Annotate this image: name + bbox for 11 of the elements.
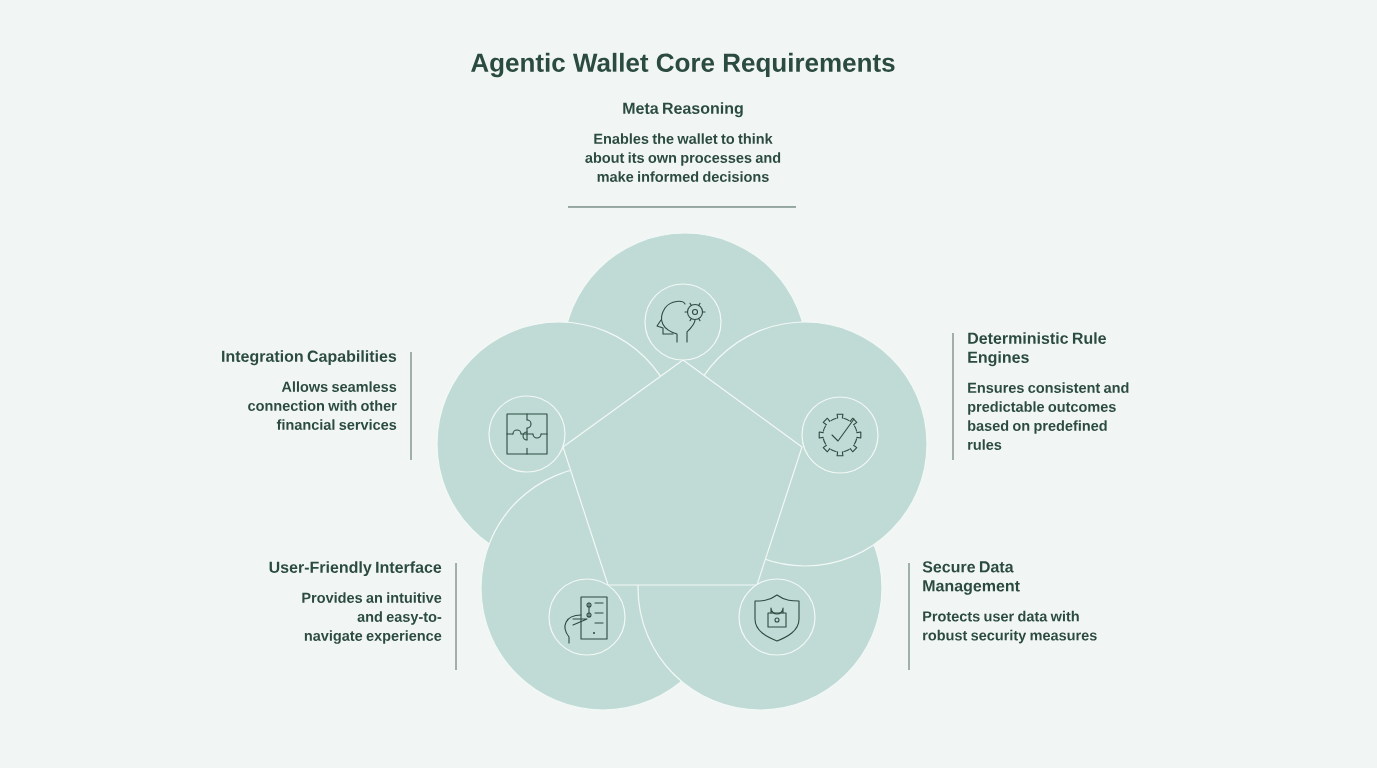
description: Ensures consistent and predictable outcomes based on predefined rules	[968, 382, 1129, 450]
description: Enables the wallet to think about its own processes and make informed decisions	[585, 133, 781, 182]
heading: Secure Data Management	[922, 561, 1020, 595]
heading: Meta Reasoning	[623, 102, 743, 118]
description: Protects user data with robust security measures	[923, 610, 1097, 644]
heading: Deterministic Rule Engines	[968, 332, 1106, 367]
heading: Integration Capabilities	[222, 350, 397, 366]
title: Agentic Wallet Core Requirements	[471, 52, 895, 78]
description: Provides an intuitive and easy-to-navigate experience	[302, 592, 442, 644]
heading: User-Friendly Interface	[269, 561, 442, 577]
description: Allows seamless connection with other financial services	[248, 381, 397, 430]
